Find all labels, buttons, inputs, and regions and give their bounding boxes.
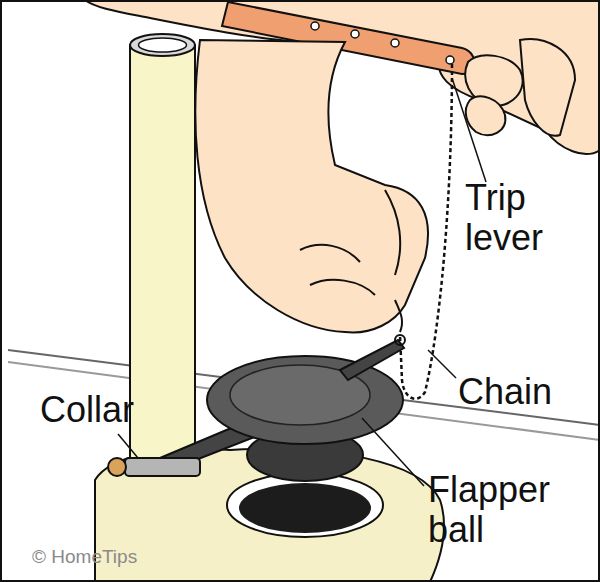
watermark: © HomeTips xyxy=(32,546,192,568)
finger xyxy=(520,39,575,136)
chain-tab xyxy=(340,340,404,380)
leader-line xyxy=(428,350,456,378)
chain xyxy=(400,64,452,399)
leader-line xyxy=(452,78,486,182)
collar xyxy=(125,458,200,476)
leader-line xyxy=(118,434,138,458)
finger xyxy=(466,96,506,135)
tube-top xyxy=(130,34,195,56)
part-label: Trip lever xyxy=(465,178,565,258)
upper-arm xyxy=(85,0,600,154)
drain-hole xyxy=(239,483,371,533)
middle-hand xyxy=(195,40,428,332)
drain-rim xyxy=(227,473,383,537)
part-label: Flapper ball xyxy=(428,470,588,550)
collar-screw xyxy=(108,458,126,476)
overflow-tube xyxy=(130,45,195,470)
leader-line xyxy=(362,418,424,486)
tube-opening xyxy=(139,38,187,52)
part-label: Collar xyxy=(40,390,170,430)
part-label: Chain xyxy=(458,372,578,412)
